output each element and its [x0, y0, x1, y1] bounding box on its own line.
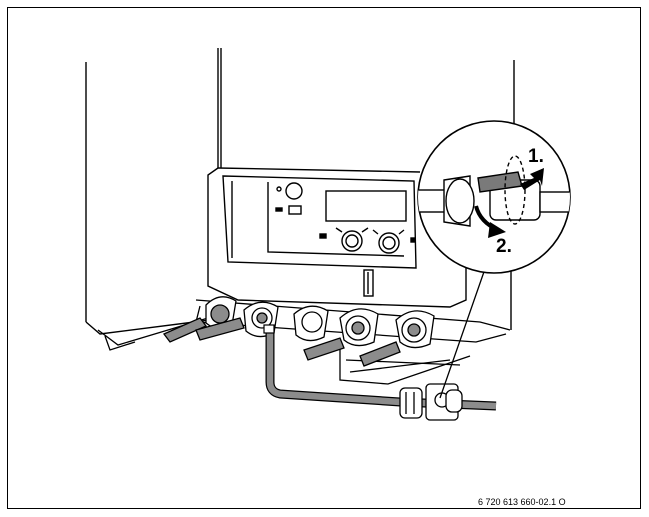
step-2-label: 2.: [496, 236, 512, 257]
figure-id: 6 720 613 660-02.1 O: [478, 497, 566, 507]
gas-pipe: [263, 324, 497, 411]
detail-magnifier: [417, 120, 571, 274]
leader-line: [439, 265, 487, 399]
connection-tray: [97, 299, 511, 385]
figure-frame: [7, 7, 641, 509]
valve-5: [359, 310, 435, 367]
control-panel: [207, 167, 467, 308]
step-1-label: 1.: [528, 146, 544, 167]
press-arrow-icon: [520, 168, 544, 190]
valve-4: [303, 308, 379, 361]
boiler-casing: [85, 48, 515, 335]
valve-row: [162, 296, 435, 367]
gas-valve: [399, 383, 463, 421]
valve-3: [293, 305, 329, 342]
rotate-arrow-icon: [474, 205, 506, 238]
